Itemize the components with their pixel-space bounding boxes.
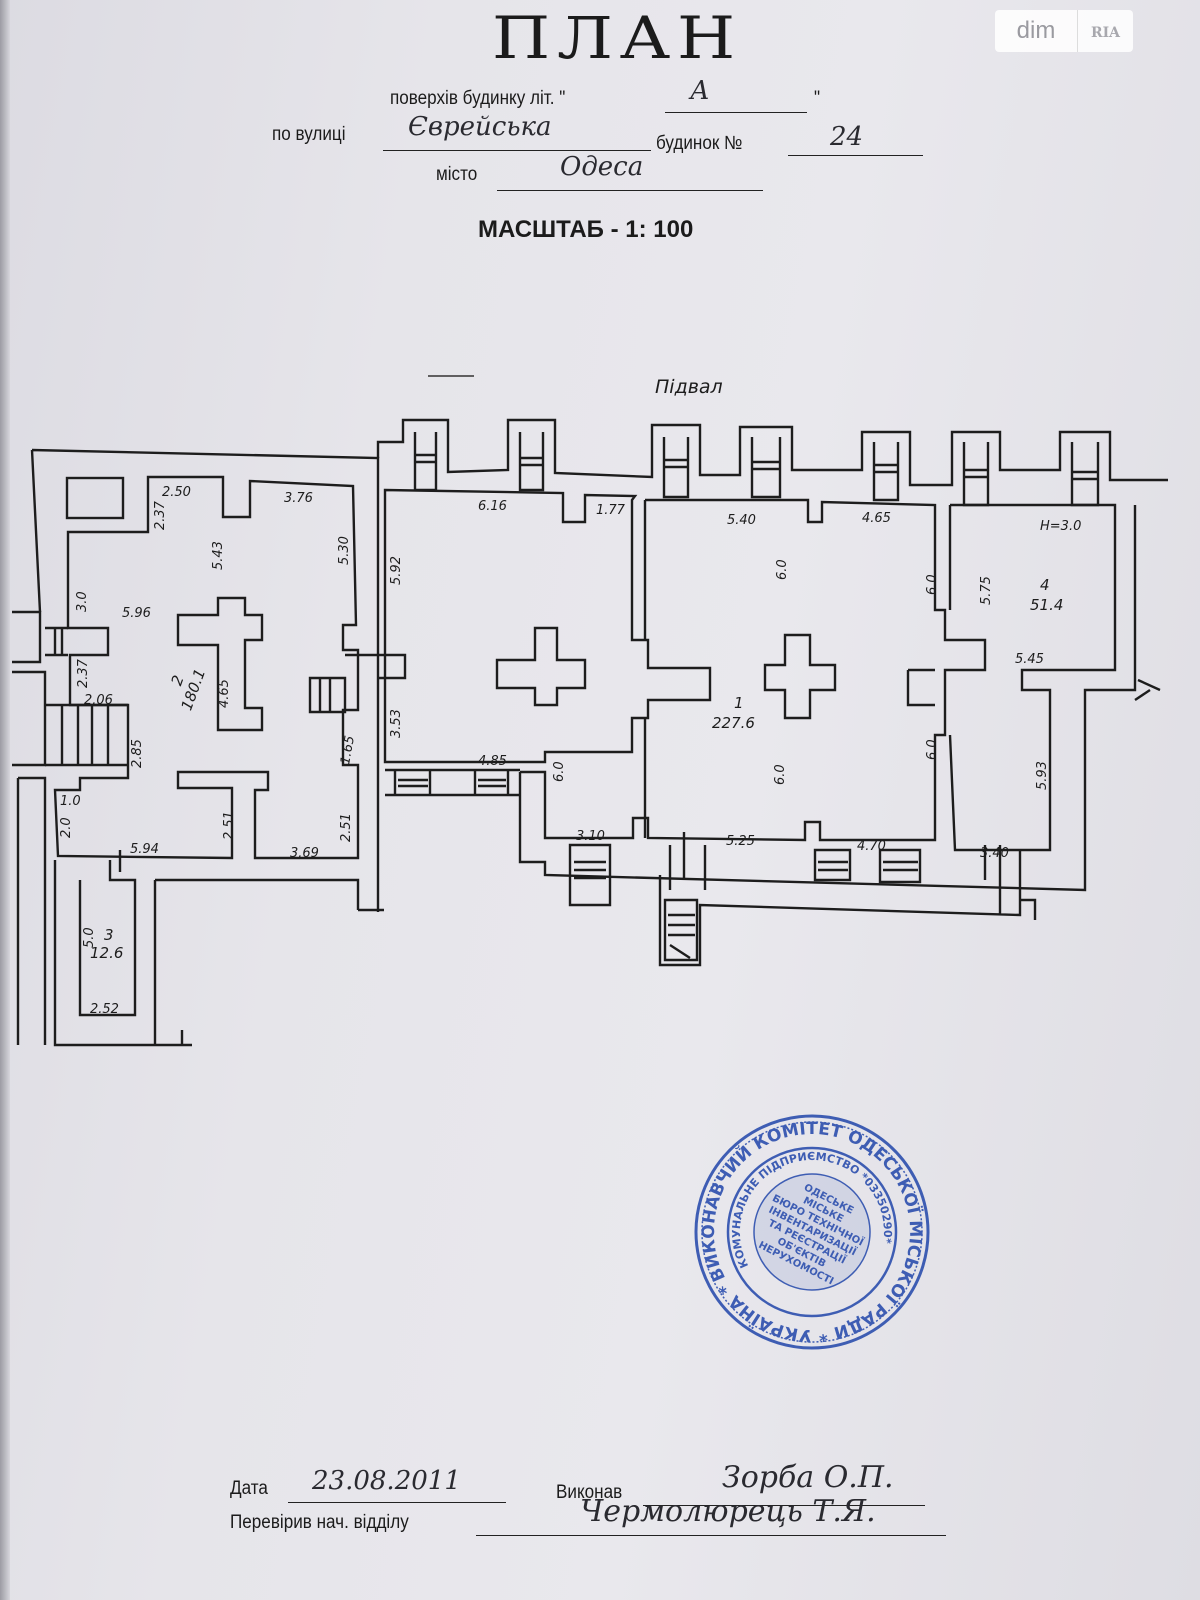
dim-label: 5.94 [130, 842, 159, 857]
dim-label: 3.76 [284, 491, 313, 506]
room-2-area: 180.1 [178, 666, 210, 713]
dim-label: 2.51 [222, 811, 237, 840]
room-4-area: 51.4 [1030, 596, 1063, 614]
dim-label: 3.53 [389, 709, 404, 738]
dim-label: 2.51 [339, 813, 354, 842]
dim-label: 3.0 [75, 591, 90, 612]
date-label: Дата [230, 1478, 268, 1499]
dim-label: 5.25 [726, 834, 755, 849]
dim-label: 5.93 [1035, 761, 1050, 790]
dim-label: 2.37 [76, 658, 91, 688]
city-label: місто [436, 164, 478, 185]
dimension-labels: 2.50 3.76 2.37 5.43 5.30 3.0 5.96 2.37 2… [59, 485, 1050, 1017]
dim-label: 4.85 [478, 754, 507, 769]
dim-label: 2.06 [84, 693, 113, 708]
dim-label: 1.77 [596, 503, 626, 518]
dim-label: 5.45 [1015, 652, 1044, 667]
dim-label: 6.0 [552, 761, 567, 782]
city-value: Одеса [560, 152, 644, 182]
dim-label: 6.16 [478, 499, 507, 514]
page-edge-shadow [0, 0, 10, 1600]
dim-label: 6.0 [925, 739, 940, 760]
dim-label: 1.65 [338, 735, 358, 766]
dim-label: 6.0 [773, 764, 788, 785]
room-1-number: 1 [734, 694, 744, 712]
performed-by-label: Виконав [556, 1482, 623, 1503]
dim-label: 2.0 [59, 817, 74, 838]
dim-label: 6.0 [775, 559, 790, 580]
dim-label: 4.65 [217, 679, 232, 708]
floors-close-quote: " [814, 88, 821, 109]
dim-label: 4.65 [862, 511, 891, 526]
dim-label: 2.37 [153, 500, 168, 530]
floor-title: Підвал [655, 376, 723, 398]
dim-label: 1.0 [60, 794, 81, 809]
floors-label: поверхів будинку літ. " [390, 88, 566, 109]
dim-label: 5.92 [389, 556, 404, 585]
dim-label: 5.43 [211, 541, 226, 570]
dim-label: 3.69 [290, 846, 319, 861]
dim-label: 5.30 [337, 536, 352, 565]
room-4-number: 4 [1040, 576, 1050, 594]
building-letter: А [690, 76, 710, 106]
house-number: 24 [830, 122, 864, 152]
watermark-dim: dim [1016, 17, 1056, 44]
dim-label: 5.75 [979, 576, 994, 605]
street-label: по вулиці [272, 124, 346, 145]
watermark-ria: RIA [1077, 10, 1133, 52]
dim-label: 3.40 [980, 846, 1009, 861]
room-1-area: 227.6 [712, 714, 755, 732]
dim-label: 2.85 [130, 739, 145, 768]
dim-label: 2.50 [162, 485, 191, 500]
dim-label: 2.52 [90, 1002, 119, 1017]
date-value: 23.08.2011 [312, 1466, 461, 1496]
room-3-number: 3 [104, 926, 114, 944]
ceiling-height-note: H=3.0 [1040, 519, 1081, 534]
room-3-area: 12.6 [90, 944, 123, 962]
performed-by-signature: Зорба О.П. [722, 1460, 894, 1495]
checked-by-signature: Чермолюрець Т.Я. [580, 1494, 876, 1529]
scale-label: МАСШТАБ - 1: 100 [478, 216, 694, 243]
watermark-logo: dim RIA [995, 10, 1133, 52]
checked-by-label: Перевірив нач. відділу [230, 1512, 409, 1533]
dim-label: 5.40 [727, 513, 756, 528]
main-block-walls [376, 418, 1168, 967]
dim-label: 5.96 [122, 606, 151, 621]
street-value: Єврейська [408, 112, 552, 142]
document-title: ПЛАН [492, 4, 743, 72]
dim-label: 5.0 [82, 927, 97, 948]
dim-label: 4.70 [857, 839, 886, 854]
house-label: будинок № [656, 133, 743, 154]
official-stamp: ВИКОНАВЧИЙ КОМІТЕТ ОДЕСЬКОЇ МІСЬКОЇ РАДИ… [659, 1079, 965, 1386]
dim-label: 3.10 [576, 829, 605, 844]
dim-label: 6.0 [925, 574, 940, 595]
